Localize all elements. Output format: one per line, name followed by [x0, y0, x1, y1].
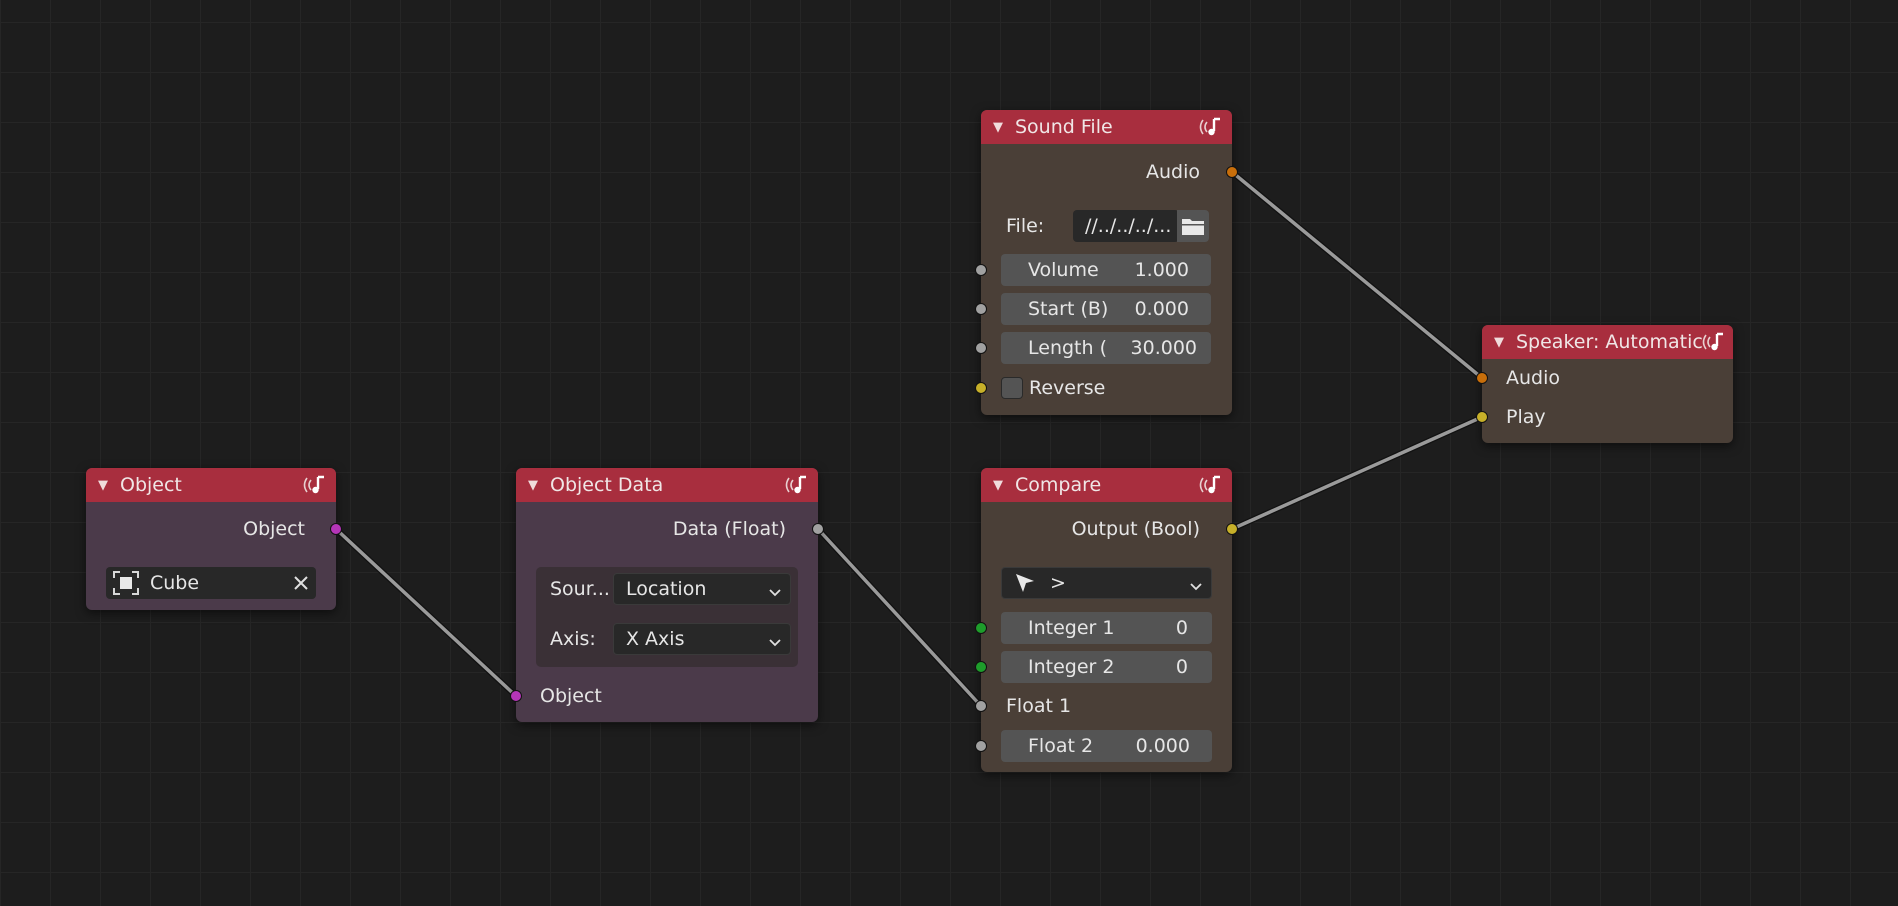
speaker-note-icon	[1699, 331, 1725, 358]
socket-object-input[interactable]	[510, 690, 522, 702]
chevron-down-icon	[768, 632, 782, 654]
node-header[interactable]: ▼ Object Data	[516, 468, 818, 502]
float2-field[interactable]: Float 2 0.000	[1001, 730, 1212, 762]
field-value: 0	[1175, 617, 1188, 639]
node-object[interactable]: ▼ Object Object Cube	[86, 468, 342, 610]
field-label: Float 2	[1028, 735, 1094, 757]
link-audio[interactable]	[1230, 170, 1484, 380]
chevron-down-icon	[768, 582, 782, 604]
chevron-down-icon	[1189, 576, 1203, 598]
socket-integer1[interactable]	[975, 622, 987, 634]
node-title: Object Data	[550, 474, 664, 496]
collapse-caret-icon[interactable]: ▼	[98, 477, 108, 493]
volume-field[interactable]: Volume 1.000	[1001, 254, 1211, 286]
node-header[interactable]: ▼ Object	[86, 468, 336, 502]
object-selector[interactable]: Cube	[106, 567, 316, 599]
file-label: File:	[1006, 215, 1045, 237]
close-icon[interactable]	[292, 574, 310, 597]
link-play[interactable]	[1230, 415, 1484, 531]
node-header[interactable]: ▼ Sound File	[981, 110, 1232, 144]
collapse-caret-icon[interactable]: ▼	[1494, 334, 1504, 350]
speaker-note-icon	[1196, 116, 1222, 143]
socket-length[interactable]	[975, 342, 987, 354]
input-play-label: Play	[1506, 406, 1546, 428]
node-title: Speaker: Automatic	[1516, 331, 1703, 353]
collapse-caret-icon[interactable]: ▼	[528, 477, 538, 493]
reverse-checkbox[interactable]	[1001, 377, 1023, 399]
dropdown-value: Location	[626, 578, 707, 600]
settings-panel: Sour... Location Axis: X Axis	[536, 567, 798, 667]
axis-label: Axis:	[550, 628, 596, 650]
file-path-input[interactable]: //../../../...	[1073, 210, 1179, 242]
field-label: Integer 2	[1028, 656, 1115, 678]
output-data-label: Data (Float)	[672, 518, 786, 540]
link-float[interactable]	[816, 527, 983, 708]
socket-integer2[interactable]	[975, 661, 987, 673]
speaker-note-icon	[300, 474, 326, 501]
node-title: Object	[120, 474, 182, 496]
reverse-label: Reverse	[1029, 377, 1106, 399]
dropdown-value: >	[1050, 572, 1066, 594]
input-audio-label: Audio	[1506, 367, 1561, 389]
node-header[interactable]: ▼ Speaker: Automatic	[1482, 325, 1733, 359]
cursor-arrow-icon	[1014, 572, 1036, 594]
speaker-note-icon	[782, 474, 808, 501]
operator-dropdown[interactable]: >	[1001, 567, 1212, 599]
output-bool-label: Output (Bool)	[1071, 518, 1200, 540]
float1-label: Float 1	[1006, 695, 1072, 717]
field-value: 1.000	[1134, 259, 1189, 281]
socket-audio-output[interactable]	[1226, 166, 1238, 178]
start-field[interactable]: Start (B) 0.000	[1001, 293, 1211, 325]
axis-dropdown[interactable]: X Axis	[613, 623, 791, 655]
field-value: 0.000	[1134, 298, 1189, 320]
field-label: Integer 1	[1028, 617, 1115, 639]
source-label: Sour...	[550, 578, 610, 600]
field-value: 0.000	[1135, 735, 1190, 757]
folder-icon[interactable]	[1177, 210, 1209, 242]
field-label: Volume	[1028, 259, 1099, 281]
source-dropdown[interactable]: Location	[613, 573, 791, 605]
node-title: Compare	[1015, 474, 1102, 496]
field-label: Length (	[1028, 337, 1107, 359]
node-title: Sound File	[1015, 116, 1113, 138]
node-compare[interactable]: ▼ Compare Output (Bool) > Integer 1 0 In…	[975, 468, 1238, 772]
integer1-field[interactable]: Integer 1 0	[1001, 612, 1212, 644]
integer2-field[interactable]: Integer 2 0	[1001, 651, 1212, 683]
link-object[interactable]	[334, 527, 518, 698]
socket-volume[interactable]	[975, 264, 987, 276]
socket-float2[interactable]	[975, 740, 987, 752]
output-audio-label: Audio	[1145, 161, 1200, 183]
input-object-label: Object	[540, 685, 602, 707]
socket-data-output[interactable]	[812, 523, 824, 535]
output-object-label: Object	[243, 518, 305, 540]
socket-float1[interactable]	[975, 700, 987, 712]
object-cube-icon	[112, 570, 140, 596]
length-field[interactable]: Length ( 30.000	[1001, 332, 1211, 364]
collapse-caret-icon[interactable]: ▼	[993, 477, 1003, 493]
node-speaker-automatic[interactable]: ▼ Speaker: Automatic Audio Play	[1476, 325, 1733, 443]
field-value: 0	[1175, 656, 1188, 678]
socket-bool-output[interactable]	[1226, 523, 1238, 535]
node-object-data[interactable]: ▼ Object Data Data (Float) Sour... Locat…	[510, 468, 824, 722]
collapse-caret-icon[interactable]: ▼	[993, 119, 1003, 135]
socket-reverse[interactable]	[975, 382, 987, 394]
speaker-note-icon	[1196, 474, 1222, 501]
node-sound-file[interactable]: ▼ Sound File Audio File: //../../../... …	[975, 110, 1238, 415]
field-value: 30.000	[1130, 337, 1197, 359]
socket-audio-input[interactable]	[1476, 372, 1488, 384]
socket-play-input[interactable]	[1476, 411, 1488, 423]
object-name: Cube	[150, 572, 200, 594]
socket-start[interactable]	[975, 303, 987, 315]
dropdown-value: X Axis	[626, 628, 685, 650]
field-label: Start (B)	[1028, 298, 1109, 320]
node-header[interactable]: ▼ Compare	[981, 468, 1232, 502]
socket-object-output[interactable]	[330, 523, 342, 535]
